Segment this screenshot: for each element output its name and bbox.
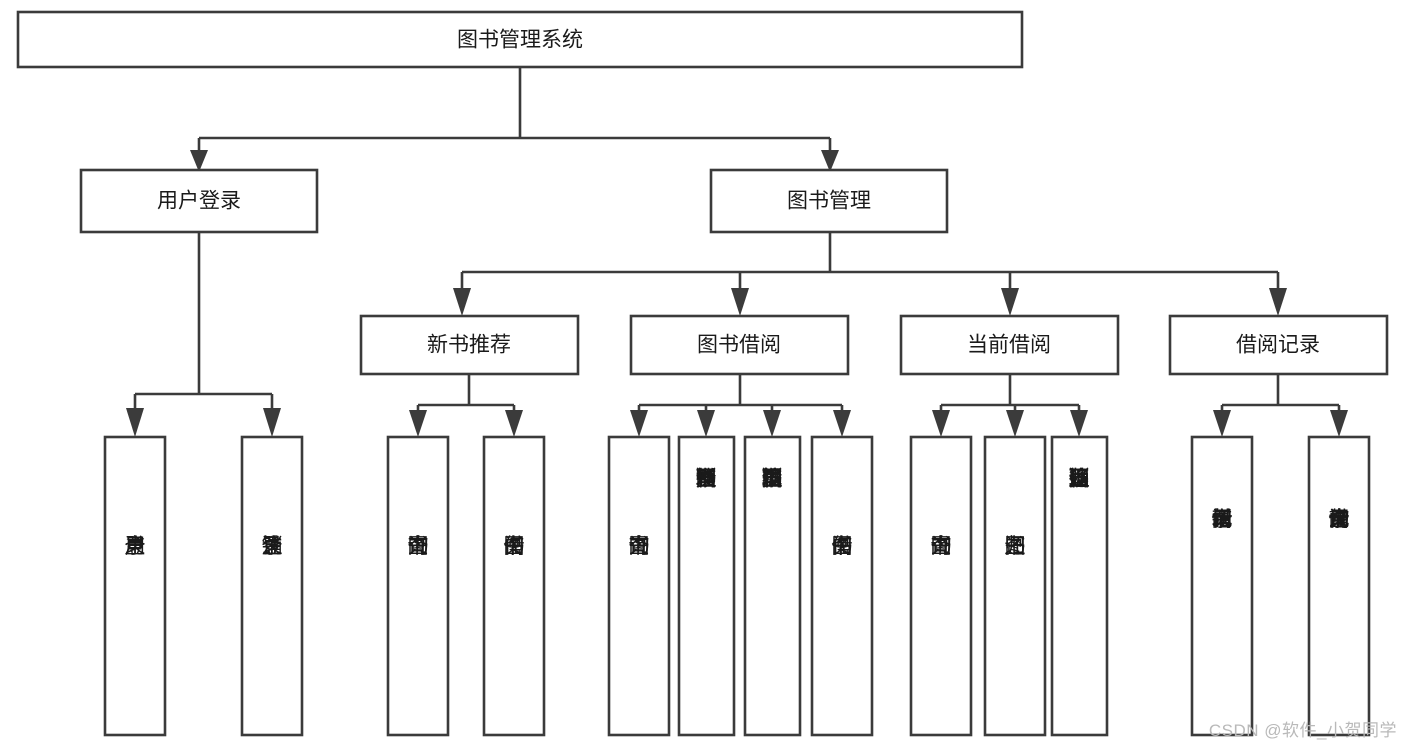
- arrowhead-current-borrow: [1001, 288, 1019, 316]
- arrowhead-leaf-logout: [263, 408, 281, 437]
- node-leaf-query-book-2-box[interactable]: [607, 435, 671, 737]
- node-new-book-rec[interactable]: 新书推荐: [359, 314, 580, 376]
- node-leaf-query-record[interactable]: 查询借阅记录: [1307, 435, 1371, 737]
- node-leaf-add-book-label: 新增图书（管理员）: [696, 468, 717, 491]
- node-leaf-query-book-3-box[interactable]: [909, 435, 973, 737]
- node-leaf-query-book-1-box[interactable]: [386, 435, 450, 737]
- arrowhead-leaf-query-book-3: [932, 410, 950, 437]
- node-leaf-borrow-book-1-label: 借阅图书: [504, 535, 525, 558]
- arrowhead-book-borrow: [731, 288, 749, 316]
- node-current-borrow-label: 当前借阅: [967, 334, 1051, 357]
- node-user-login-label: 用户登录: [157, 190, 241, 213]
- node-leaf-query-record-label: 查询借阅记录: [1329, 508, 1350, 531]
- node-root-box[interactable]: [16, 10, 1024, 69]
- node-leaf-confirm-return-label: 确认归还（管理员）: [1069, 468, 1090, 491]
- node-leaf-query-book-1-label: 查询图书: [408, 535, 429, 558]
- node-leaf-query-book-1[interactable]: 查询图书: [386, 435, 450, 737]
- node-root-label: 图书管理系统: [457, 29, 583, 52]
- node-leaf-query-book-3-label: 查询图书: [931, 535, 952, 558]
- node-leaf-borrow-book-2-box[interactable]: [810, 435, 874, 737]
- arrowhead-new-book-rec: [453, 288, 471, 316]
- arrowhead-borrow-record: [1269, 288, 1287, 316]
- arrowhead-leaf-query-book-1: [409, 410, 427, 437]
- node-leaf-logout[interactable]: 注销登录: [240, 435, 304, 737]
- node-book-borrow-label: 图书借阅: [697, 334, 781, 357]
- node-leaf-return-book[interactable]: 归还图书: [983, 435, 1047, 737]
- arrowhead-leaf-edit-book: [763, 410, 781, 437]
- arrowhead-leaf-return-book: [1006, 410, 1024, 437]
- node-leaf-add-book-box[interactable]: [677, 435, 736, 737]
- arrowhead-leaf-borrow-book-2: [833, 410, 851, 437]
- connectors-user-login-to-leaves: [126, 232, 281, 437]
- arrowhead-leaf-confirm-return: [1070, 410, 1088, 437]
- connectors-root-to-level2: [190, 67, 839, 172]
- node-book-borrow-box[interactable]: [629, 314, 850, 376]
- arrowhead-leaf-query-book-2: [630, 410, 648, 437]
- node-leaf-logout-box[interactable]: [240, 435, 304, 737]
- node-leaf-query-book-3[interactable]: 查询图书: [909, 435, 973, 737]
- node-borrow-record-label: 借阅记录: [1236, 334, 1320, 357]
- node-new-book-rec-box[interactable]: [359, 314, 580, 376]
- node-leaf-user-login[interactable]: 用户登录: [103, 435, 167, 737]
- node-new-book-rec-label: 新书推荐: [427, 334, 511, 357]
- node-leaf-query-book-2[interactable]: 查询图书: [607, 435, 671, 737]
- node-book-manage[interactable]: 图书管理: [709, 168, 949, 234]
- connectors-book-borrow-to-leaves: [630, 374, 851, 437]
- node-root[interactable]: 图书管理系统: [16, 10, 1024, 69]
- arrowhead-book-manage: [821, 150, 839, 172]
- arrowhead-leaf-add-record: [1213, 410, 1231, 437]
- arrowhead-leaf-add-book: [697, 410, 715, 437]
- node-leaf-borrow-book-1-box[interactable]: [482, 435, 546, 737]
- connectors-book-manage-to-level3: [453, 232, 1287, 316]
- node-leaf-add-book[interactable]: 新增图书（管理员）: [677, 435, 736, 737]
- node-leaf-query-record-box[interactable]: [1307, 435, 1371, 737]
- csdn-watermark: CSDN @软件_小贺同学: [1208, 721, 1397, 740]
- connectors-new-book-rec-to-leaves: [409, 374, 523, 437]
- node-leaf-add-record[interactable]: 新增借阅记录: [1190, 435, 1254, 737]
- node-current-borrow-box[interactable]: [899, 314, 1120, 376]
- arrowhead-user-login: [190, 150, 208, 172]
- node-leaf-borrow-book-2-label: 借阅图书: [832, 535, 853, 558]
- node-leaf-user-login-label: 用户登录: [125, 535, 146, 558]
- node-leaf-borrow-book-2[interactable]: 借阅图书: [810, 435, 874, 737]
- node-leaf-edit-book-box[interactable]: [743, 435, 802, 737]
- node-leaf-borrow-book-1[interactable]: 借阅图书: [482, 435, 546, 737]
- node-book-manage-box[interactable]: [709, 168, 949, 234]
- node-leaf-return-book-box[interactable]: [983, 435, 1047, 737]
- node-leaf-logout-label: 注销登录: [262, 535, 283, 558]
- node-book-manage-label: 图书管理: [787, 190, 871, 213]
- node-leaf-add-record-box[interactable]: [1190, 435, 1254, 737]
- node-leaf-edit-book[interactable]: 编辑图书（管理员）: [743, 435, 802, 737]
- node-current-borrow[interactable]: 当前借阅: [899, 314, 1120, 376]
- connectors-borrow-record-to-leaves: [1213, 374, 1348, 437]
- node-borrow-record[interactable]: 借阅记录: [1168, 314, 1389, 376]
- node-leaf-query-book-2-label: 查询图书: [629, 535, 650, 558]
- node-leaf-user-login-box[interactable]: [103, 435, 167, 737]
- node-leaf-confirm-return-box[interactable]: [1050, 435, 1109, 737]
- connectors-current-borrow-to-leaves: [932, 374, 1088, 437]
- arrowhead-leaf-query-record: [1330, 410, 1348, 437]
- node-book-borrow[interactable]: 图书借阅: [629, 314, 850, 376]
- node-leaf-confirm-return[interactable]: 确认归还（管理员）: [1050, 435, 1109, 737]
- node-borrow-record-box[interactable]: [1168, 314, 1389, 376]
- arrowhead-leaf-user-login: [126, 408, 144, 437]
- node-user-login-box[interactable]: [79, 168, 319, 234]
- node-leaf-edit-book-label: 编辑图书（管理员）: [762, 468, 783, 491]
- node-user-login[interactable]: 用户登录: [79, 168, 319, 234]
- node-leaf-return-book-label: 归还图书: [1005, 535, 1026, 558]
- node-leaf-add-record-label: 新增借阅记录: [1212, 508, 1233, 531]
- arrowhead-leaf-borrow-book-1: [505, 410, 523, 437]
